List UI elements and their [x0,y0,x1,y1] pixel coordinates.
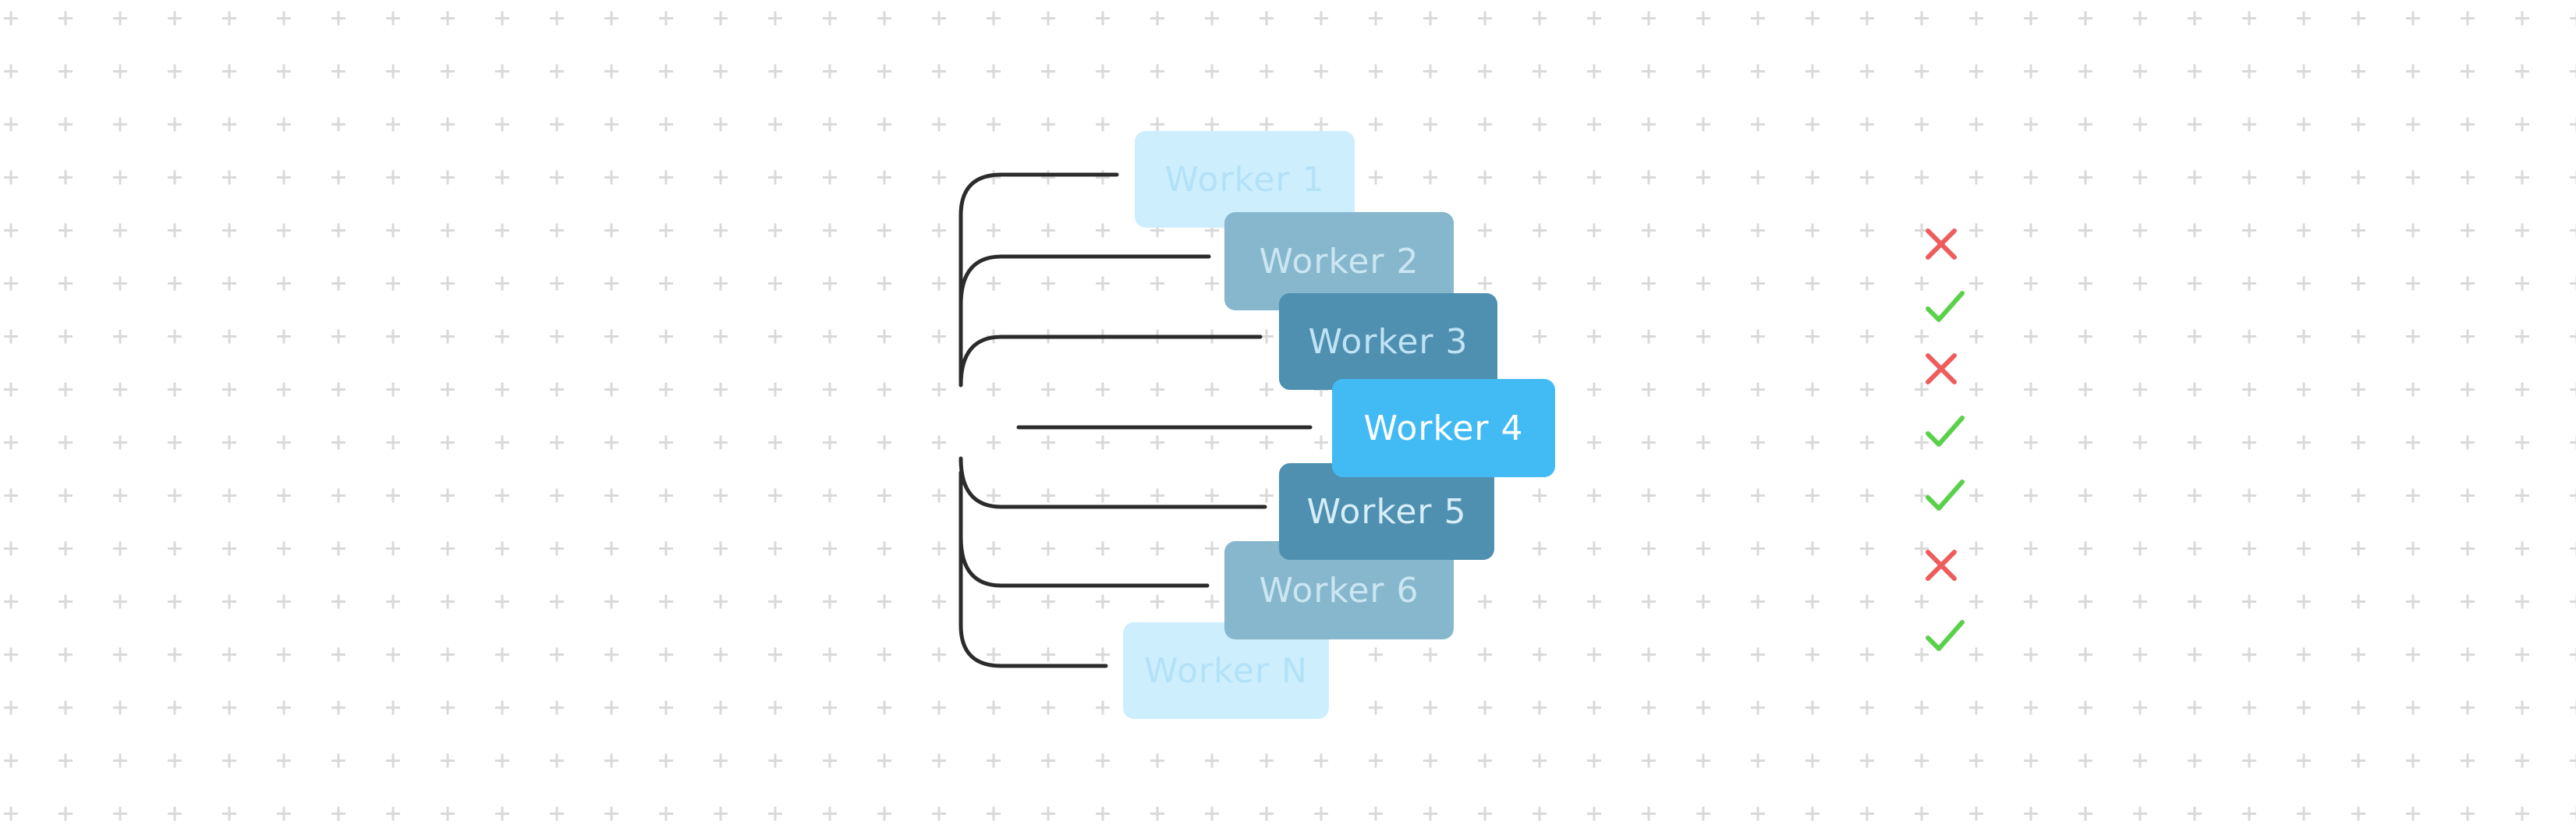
cross-icon [1926,228,1957,260]
worker-box-4: Worker 4 [1332,379,1555,477]
check-icon [1926,480,1965,511]
connector-line-6 [958,535,1210,588]
connector-line-2 [958,254,1211,307]
connector-line-7 [958,470,1108,668]
check-icon [1926,620,1965,651]
cross-icon [1926,353,1957,384]
worker-box-1: Worker 1 [1135,131,1355,228]
check-icon [1926,416,1965,447]
connector-line-1 [958,172,1119,383]
connector-line-3 [958,335,1263,388]
worker-box-5: Worker 5 [1279,463,1494,560]
check-icon [1926,291,1965,322]
cross-icon [1926,550,1957,581]
worker-box-3: Worker 3 [1279,293,1497,390]
connector-line-5 [958,456,1267,509]
